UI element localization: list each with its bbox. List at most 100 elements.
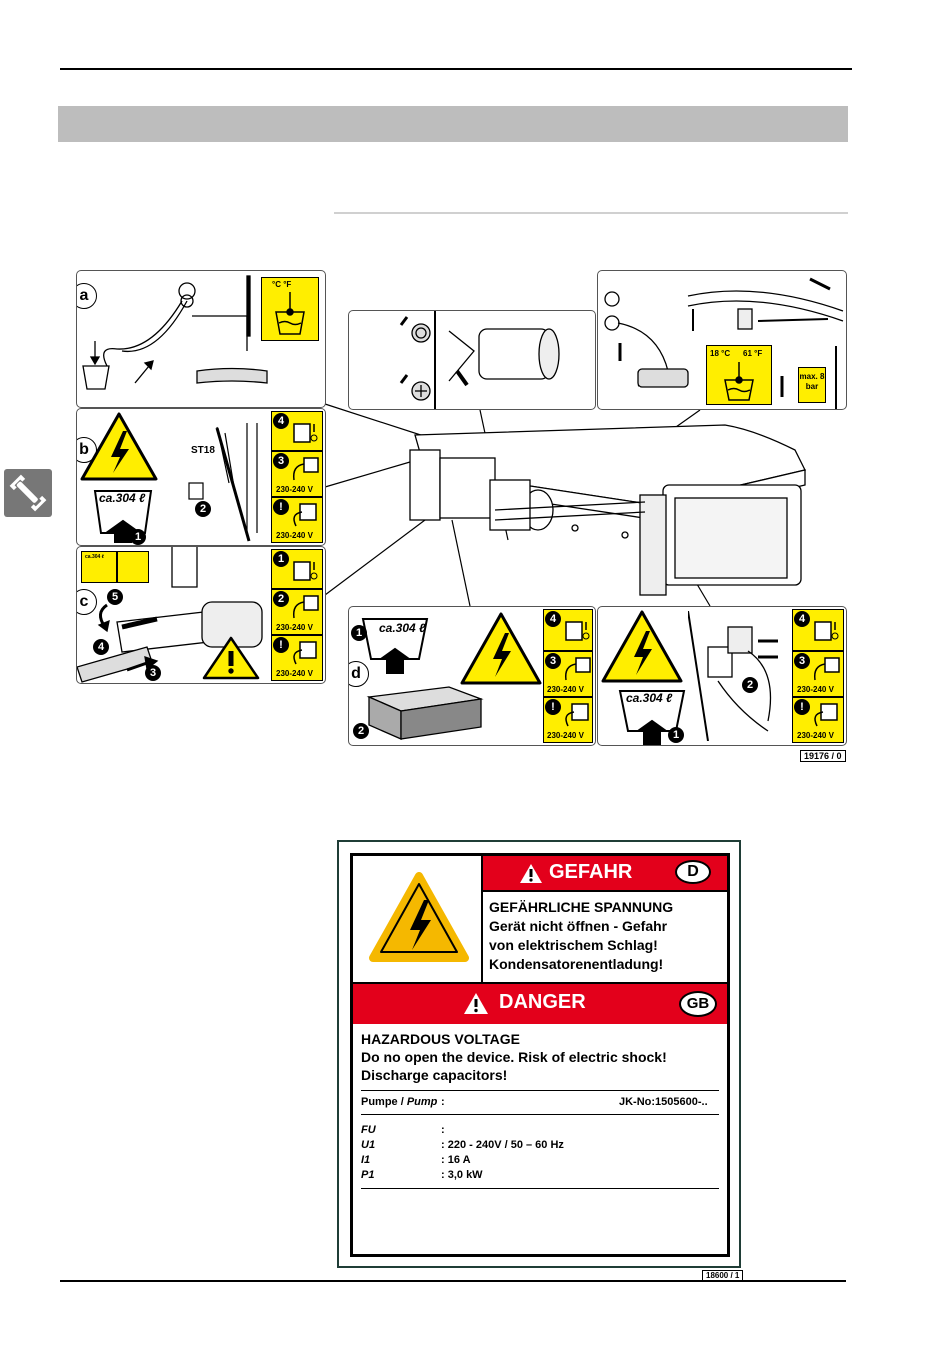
danger-line-1: HAZARDOUS VOLTAGE [361,1031,520,1047]
divider [361,1090,719,1091]
step-number: 3 [545,653,561,669]
gefahr-header: GEFAHR D [483,856,727,892]
step-box-power-off: 1 [271,549,323,589]
spec-value: : [441,1124,445,1136]
wiring-drawing [188,423,258,542]
high-voltage-icon [460,612,542,685]
label-icon-cell [353,856,483,984]
high-voltage-icon [369,872,469,962]
pump-label: Pumpe / Pump [361,1096,437,1108]
step-number: 2 [273,591,289,607]
tank-volume: ca.304 ℓ [379,621,426,635]
panel-water-supply: 18 °C 61 °F max. 8 bar [597,270,847,410]
switch-off-icon [565,621,590,641]
plug-icon [292,457,319,481]
warning-triangle-icon [520,864,542,883]
gefahr-title: GEFAHR [549,861,633,883]
service-tab [4,469,52,517]
high-voltage-icon [80,412,158,481]
tank-icon [361,618,429,674]
step-number: 4 [545,611,561,627]
high-voltage-icon [601,610,683,683]
panel-letter: b [77,437,97,463]
step-number: 4 [794,611,810,627]
step-number: ! [273,637,289,653]
warning-label: GEFAHR D GEFÄHRLICHE SPANNUNG Gerät nich… [350,853,730,1257]
voltage-label: 230-240 V [797,731,834,740]
warning-triangle-icon [464,993,488,1014]
spec-row: U1 : 220 - 240V / 50 – 60 Hz [361,1139,721,1154]
step-number: 2 [195,501,211,517]
panel-d: d ca.304 ℓ 1 2 4 3 230-240 V ! 230-240 V [348,606,596,746]
switch-off-icon [814,621,839,641]
capacitor-wiring-drawing [688,611,778,741]
step-box-unplug: 2 230-240 V [271,589,323,635]
sign-units: °C °F [272,280,292,289]
voltage-label: 230-240 V [547,731,584,740]
switch-off-icon [293,423,318,443]
pump-label-de: Pumpe / [361,1096,407,1108]
danger-text: HAZARDOUS VOLTAGE Do no open the device.… [361,1030,727,1084]
spec-label: FU [361,1124,376,1136]
step-number: 3 [145,665,161,681]
panel-a: a °C °F [76,270,326,408]
step-number: 3 [273,453,289,469]
caution-icon [202,636,260,680]
hose-drawing [82,275,268,390]
panel-c: c ca.304 ℓ 5 4 3 1 [76,546,326,684]
jk-number: JK-No:1505600-.. [619,1096,708,1108]
step-number: 2 [742,677,758,693]
pump-label-en: Pump [406,1096,438,1108]
warning-label-frame: GEFAHR D GEFÄHRLICHE SPANNUNG Gerät nich… [337,840,741,1268]
water-supply-drawing [604,277,844,409]
step-box-plug-in: ! 230-240 V [271,635,323,681]
thermometer-icon [724,362,754,401]
voltage-label: 230-240 V [547,685,584,694]
panel-letter: a [77,283,97,309]
connector-label: ST18 [191,445,215,456]
voltage-label: 230-240 V [276,623,313,632]
spec-value: : 3,0 kW [441,1169,483,1181]
spec-value: : 220 - 240V / 50 – 60 Hz [441,1139,564,1151]
danger-line-3: Discharge capacitors! [361,1067,508,1083]
tank-volume: ca.304 ℓ [99,491,146,505]
panel-letter: d [349,661,369,687]
spec-value: : 16 A [441,1154,471,1166]
danger-title: DANGER [499,991,586,1013]
spec-row: P1 : 3,0 kW [361,1169,721,1184]
plug-icon [564,657,591,681]
top-rule [60,68,852,70]
step-number: 1 [668,727,684,743]
gefahr-line-3: von elektrischem Schlag! [489,937,658,953]
plug-icon [292,595,319,619]
mini-tank-sign: ca.304 ℓ [81,551,117,583]
socket-icon [293,641,317,665]
divider [361,1114,719,1115]
wrench-icon [9,474,47,512]
step-number: 4 [93,639,109,655]
socket-icon [565,703,589,727]
mini-drain-sign [117,551,149,583]
machine-drawing [409,424,806,596]
pump-drawing [399,311,560,409]
tank-icon [93,490,153,543]
spec-table: FU : U1 : 220 - 240V / 50 – 60 Hz I1 : 1… [361,1124,721,1184]
step-number: 3 [794,653,810,669]
panel-b: b ca.304 ℓ ST18 1 2 4 [76,408,326,546]
service-illustration: a °C °F b ca.304 ℓ S [76,270,847,762]
country-badge-d: D [675,860,711,884]
panel-letter: c [77,589,97,615]
panel-pump-detail [348,310,596,410]
gefahr-line-1: GEFÄHRLICHE SPANNUNG [489,899,674,915]
spec-label: U1 [361,1139,376,1151]
valve-drawing [77,547,263,683]
temp-celsius: 18 °C [710,349,731,358]
step-number: 4 [273,413,289,429]
danger-header: DANGER GB [353,984,727,1024]
plug-icon [813,657,840,681]
gefahr-line-2: Gerät nicht öffnen - Gefahr [489,918,668,934]
step-box-power-off: 4 [792,609,844,651]
step-number: ! [794,699,810,715]
spec-row: FU : [361,1124,721,1139]
bottom-rule [60,1280,846,1282]
